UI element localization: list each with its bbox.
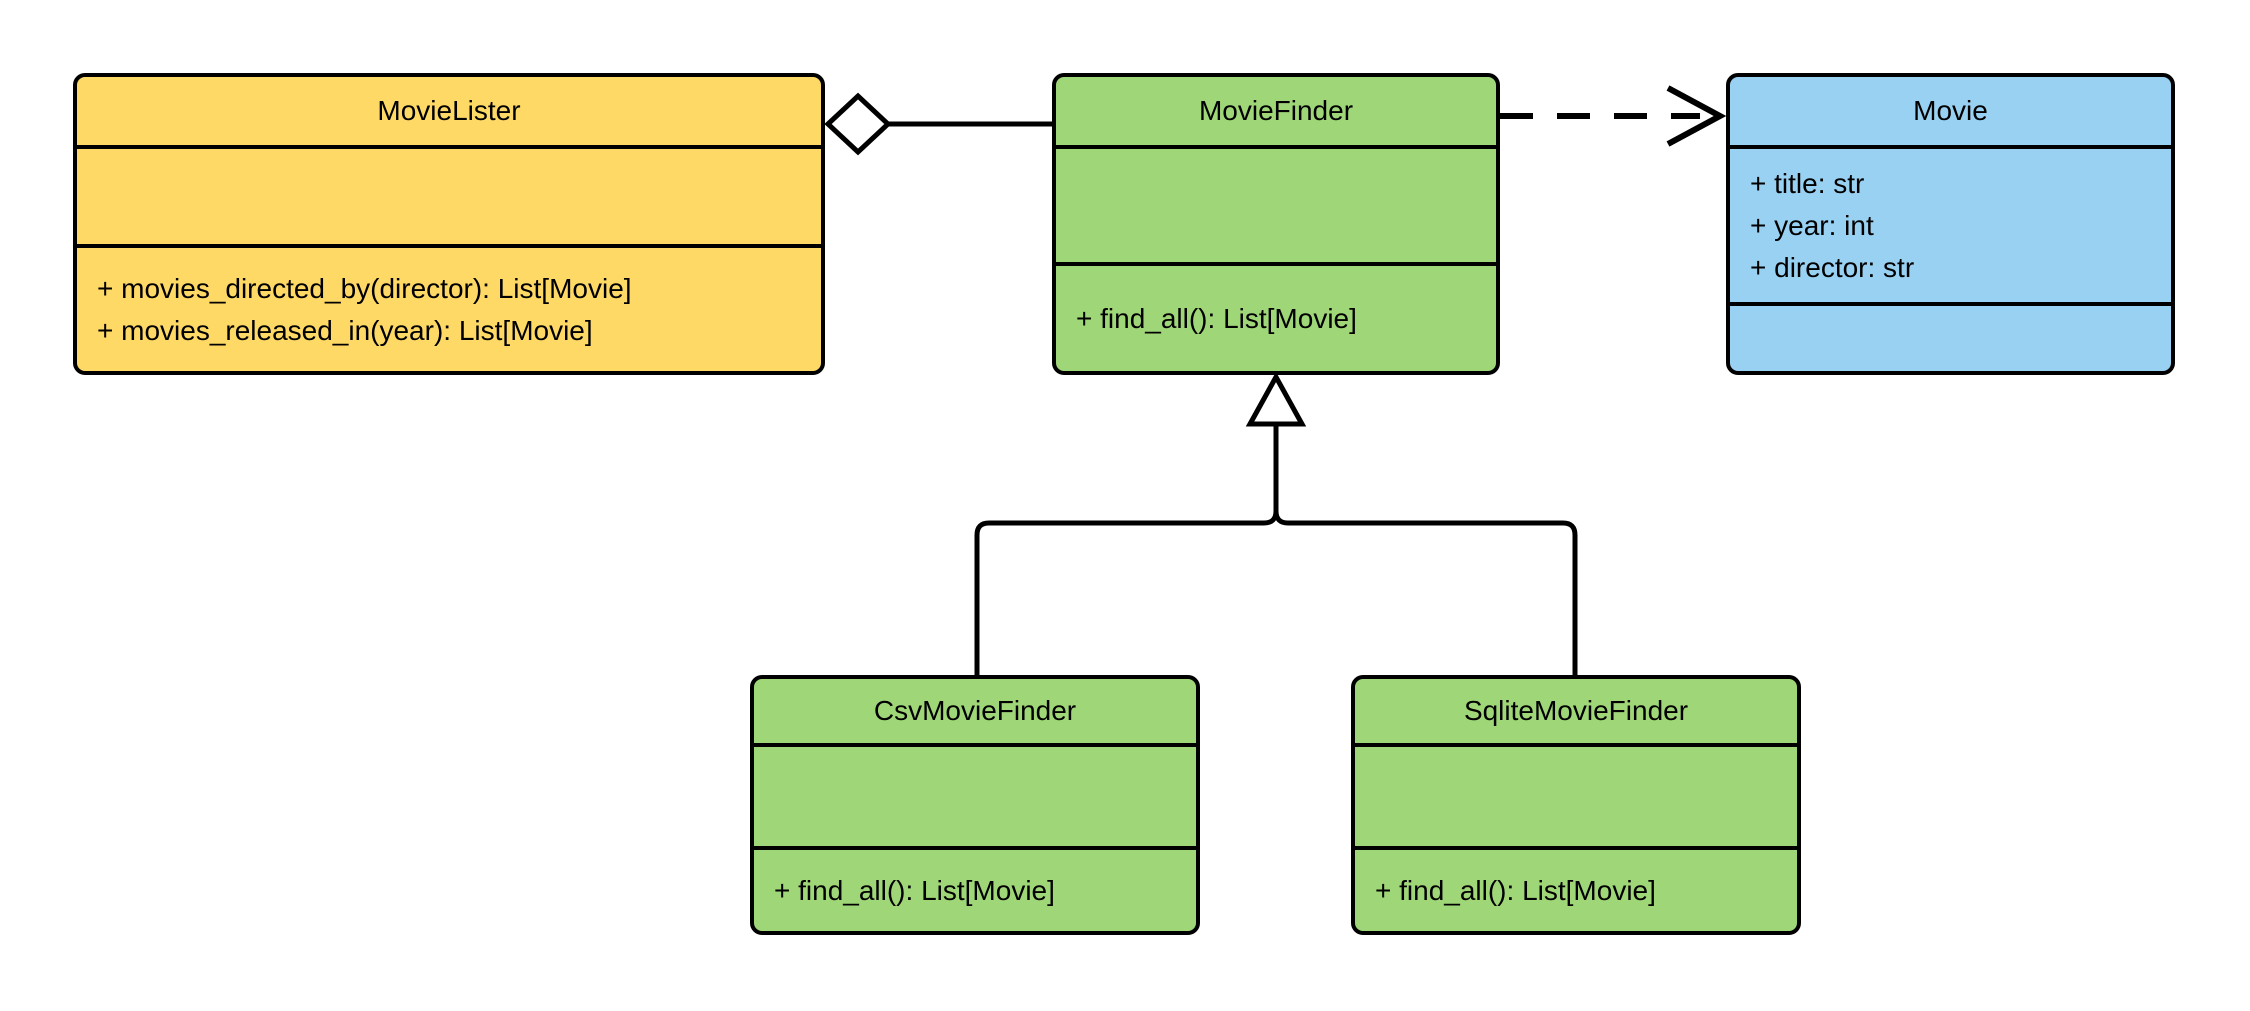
- attributes-section: [754, 743, 1196, 846]
- attribute: + title: str: [1750, 167, 1865, 199]
- class-movielister[interactable]: MovieLister + movies_directed_by(directo…: [73, 73, 825, 375]
- methods-section: + movies_directed_by(director): List[Mov…: [77, 244, 821, 371]
- attributes-section: [1056, 145, 1496, 262]
- methods-section: + find_all(): List[Movie]: [1056, 262, 1496, 371]
- method: + find_all(): List[Movie]: [774, 874, 1055, 906]
- class-csvmoviefinder[interactable]: CsvMovieFinder + find_all(): List[Movie]: [750, 675, 1200, 935]
- inheritance-connector-sqlite[interactable]: [1273, 426, 1578, 677]
- attributes-section: + title: str + year: int + director: str: [1730, 145, 2171, 302]
- class-name: MovieFinder: [1198, 95, 1354, 126]
- attributes-section: [1355, 743, 1797, 846]
- class-name: SqliteMovieFinder: [1463, 695, 1689, 726]
- attribute: + year: int: [1750, 209, 1874, 241]
- class-sqlitemoviefinder[interactable]: SqliteMovieFinder + find_all(): List[Mov…: [1351, 675, 1801, 935]
- attribute: + director: str: [1750, 251, 1915, 283]
- attributes-section: [77, 145, 821, 244]
- methods-section: [1730, 302, 2171, 371]
- methods-section: + find_all(): List[Movie]: [754, 846, 1196, 931]
- class-moviefinder[interactable]: MovieFinder + find_all(): List[Movie]: [1052, 73, 1500, 375]
- method: + find_all(): List[Movie]: [1076, 302, 1357, 334]
- class-name: CsvMovieFinder: [873, 695, 1077, 726]
- class-movie[interactable]: Movie + title: str + year: int + directo…: [1726, 73, 2175, 375]
- class-name: Movie: [1913, 95, 1988, 126]
- dependency-connector[interactable]: [1500, 85, 1727, 147]
- dependency-arrowhead-icon: [1666, 85, 1727, 147]
- methods-section: + find_all(): List[Movie]: [1355, 846, 1797, 931]
- inheritance-triangle-icon: [1245, 371, 1307, 427]
- method: + movies_released_in(year): List[Movie]: [97, 314, 593, 346]
- class-name: MovieLister: [377, 95, 521, 126]
- aggregation-diamond-icon: [824, 92, 892, 156]
- method: + movies_directed_by(director): List[Mov…: [97, 272, 632, 304]
- method: + find_all(): List[Movie]: [1375, 874, 1656, 906]
- inheritance-connector-csv[interactable]: [974, 426, 1279, 677]
- aggregation-connector[interactable]: [824, 92, 1054, 156]
